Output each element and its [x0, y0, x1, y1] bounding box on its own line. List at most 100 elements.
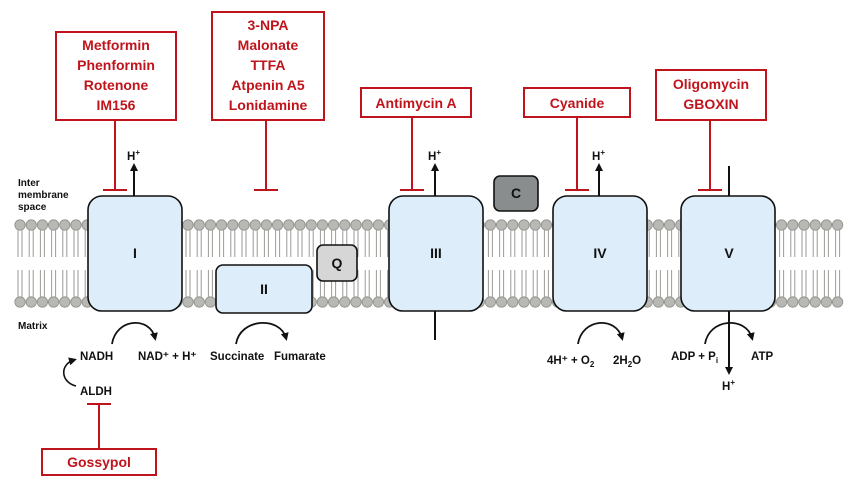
lipid-head	[193, 296, 205, 308]
lipid-head	[271, 219, 284, 231]
nadh-label: NADH	[80, 351, 113, 363]
lipid-head	[540, 296, 553, 308]
matrix-label: Matrix	[18, 321, 48, 332]
inhibitor-phenformin: Phenformin	[77, 57, 155, 73]
proton-label-i: H+	[127, 148, 140, 163]
lipid-head	[204, 219, 216, 231]
lipid-head	[529, 296, 541, 308]
lipid-head	[484, 219, 496, 231]
succinate-label: Succinate	[210, 351, 264, 363]
ubiquinone-q: Q	[316, 244, 358, 282]
lipid-head	[484, 296, 496, 308]
aldh-arrow	[62, 357, 77, 387]
lipid-head	[372, 296, 384, 308]
lipid-head	[518, 219, 530, 231]
inhibitor-box-complex-v: Oligomycin GBOXIN	[655, 69, 767, 121]
lipid-head	[283, 219, 295, 231]
intermembrane-label-2: membrane	[18, 190, 69, 201]
inhibitor-ttfa: TTFA	[251, 57, 286, 73]
complex-iv: IV	[552, 163, 648, 345]
lipid-head	[316, 219, 328, 231]
lipid-head	[339, 219, 351, 231]
lipid-head	[182, 219, 194, 231]
cytochrome-c: C	[493, 175, 539, 212]
lipid-head	[507, 219, 519, 231]
inhibitor-gboxin: GBOXIN	[683, 96, 738, 112]
inhibitor-im156: IM156	[97, 97, 136, 113]
lipid-head	[518, 296, 530, 308]
lipid-head	[47, 219, 60, 231]
lipid-head	[316, 296, 328, 308]
proton-label-v: H+	[722, 378, 735, 393]
lipid-head	[14, 219, 26, 231]
lipid-head	[798, 296, 810, 308]
atp-label: ATP	[751, 351, 773, 363]
lipid-head	[663, 219, 676, 231]
lipid-head	[227, 219, 239, 231]
complex-iii-label: III	[430, 245, 442, 261]
lipid-head	[495, 219, 508, 231]
lipid-head	[182, 296, 194, 308]
aldh-label: ALDH	[80, 386, 112, 398]
lipid-head	[238, 219, 250, 231]
inhibitor-lonidamine: Lonidamine	[229, 97, 308, 113]
lipid-head	[36, 219, 49, 231]
complex-ii: II	[215, 264, 313, 345]
lipid-head	[507, 296, 519, 308]
lipid-head	[495, 296, 508, 308]
complex-i-label: I	[133, 245, 137, 261]
lipid-head	[652, 296, 665, 308]
lipid-head	[25, 296, 37, 308]
complex-iii: III	[388, 163, 484, 340]
nad-label: NAD⁺ + H⁺	[138, 351, 196, 363]
lipid-head	[798, 219, 810, 231]
lipid-head	[361, 296, 373, 308]
inhibitor-box-complex-i: Metformin Phenformin Rotenone IM156	[55, 31, 177, 121]
inhibitor-oligomycin: Oligomycin	[673, 76, 749, 92]
complex-iv-label: IV	[593, 245, 607, 261]
lipid-head	[204, 296, 216, 308]
proton-label-iii: H+	[428, 148, 441, 163]
lipid-head	[820, 219, 833, 231]
inhibitor-gossypol: Gossypol	[67, 454, 131, 470]
lipid-head	[350, 219, 362, 231]
lipid-head	[831, 219, 844, 231]
lipid-head	[663, 296, 676, 308]
lipid-head	[775, 219, 788, 231]
lipid-head	[47, 296, 60, 308]
lipid-head	[350, 296, 362, 308]
inhibitor-box-aldh: Gossypol	[41, 448, 157, 476]
lipid-head	[809, 219, 821, 231]
inhibitor-3npa: 3-NPA	[248, 17, 289, 33]
lipid-head	[775, 296, 788, 308]
complex-ii-label: II	[260, 281, 268, 297]
lipid-head	[820, 296, 833, 308]
proton-label-iv: H+	[592, 148, 605, 163]
lipid-head	[327, 219, 340, 231]
lipid-head	[787, 296, 799, 308]
inhibitor-box-complex-iv: Cyanide	[523, 87, 631, 118]
lipid-head	[540, 219, 553, 231]
q-label: Q	[332, 255, 343, 271]
complex-v: V	[680, 166, 776, 375]
inhibitor-box-complex-iii: Antimycin A	[360, 87, 472, 118]
water-label: 2H2O	[613, 355, 641, 369]
lipid-head	[36, 296, 49, 308]
lipid-head	[339, 296, 351, 308]
intermembrane-label-1: Inter	[18, 178, 40, 189]
lipid-head	[25, 219, 37, 231]
lipid-head	[529, 219, 541, 231]
oxygen-label: 4H⁺ + O2	[547, 355, 595, 369]
lipid-head	[70, 219, 82, 231]
inhibitor-metformin: Metformin	[82, 37, 150, 53]
lipid-head	[831, 296, 844, 308]
c-label: C	[511, 185, 521, 201]
intermembrane-label-3: space	[18, 202, 47, 213]
lipid-head	[59, 296, 71, 308]
adp-label: ADP + Pi	[671, 351, 718, 365]
complex-v-label: V	[724, 245, 734, 261]
inhibitor-atpenin: Atpenin A5	[231, 77, 305, 93]
inhibitor-antimycin: Antimycin A	[375, 95, 456, 111]
lipid-head	[305, 219, 317, 231]
